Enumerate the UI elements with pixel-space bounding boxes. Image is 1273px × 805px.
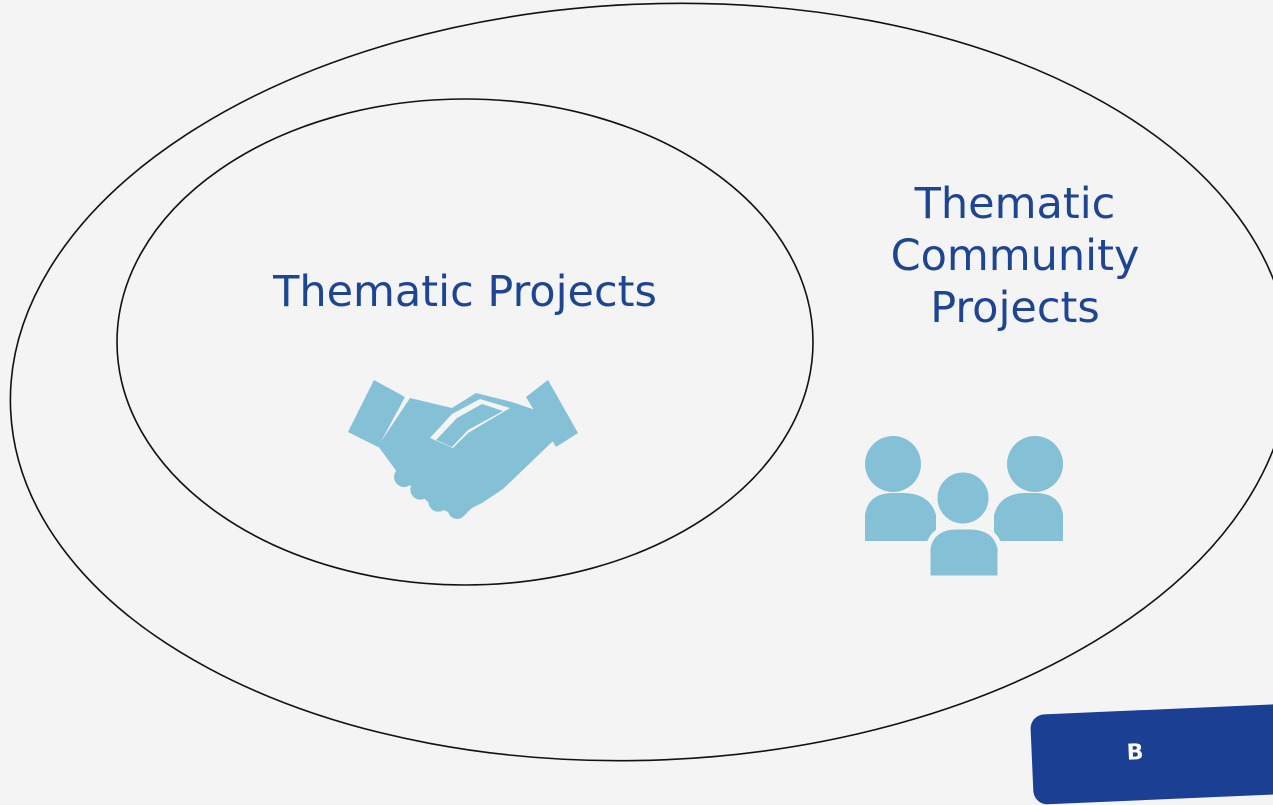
corner-badge-text: B	[1126, 740, 1145, 766]
outer-label-line-1: Thematic	[914, 179, 1116, 229]
outer-ellipse	[9, 2, 1273, 762]
inner-ellipse-label: Thematic Projects	[273, 267, 657, 317]
outer-ellipse-label: Thematic Community Projects	[835, 178, 1195, 334]
group-of-people-icon	[865, 436, 1063, 581]
outer-label-line-2: Community	[890, 231, 1140, 281]
corner-badge[interactable]: B	[1030, 701, 1273, 805]
handshake-icon	[348, 380, 578, 519]
outer-label-line-3: Projects	[930, 283, 1100, 333]
inner-ellipse	[116, 98, 814, 586]
venn-diagram	[9, 2, 1273, 762]
